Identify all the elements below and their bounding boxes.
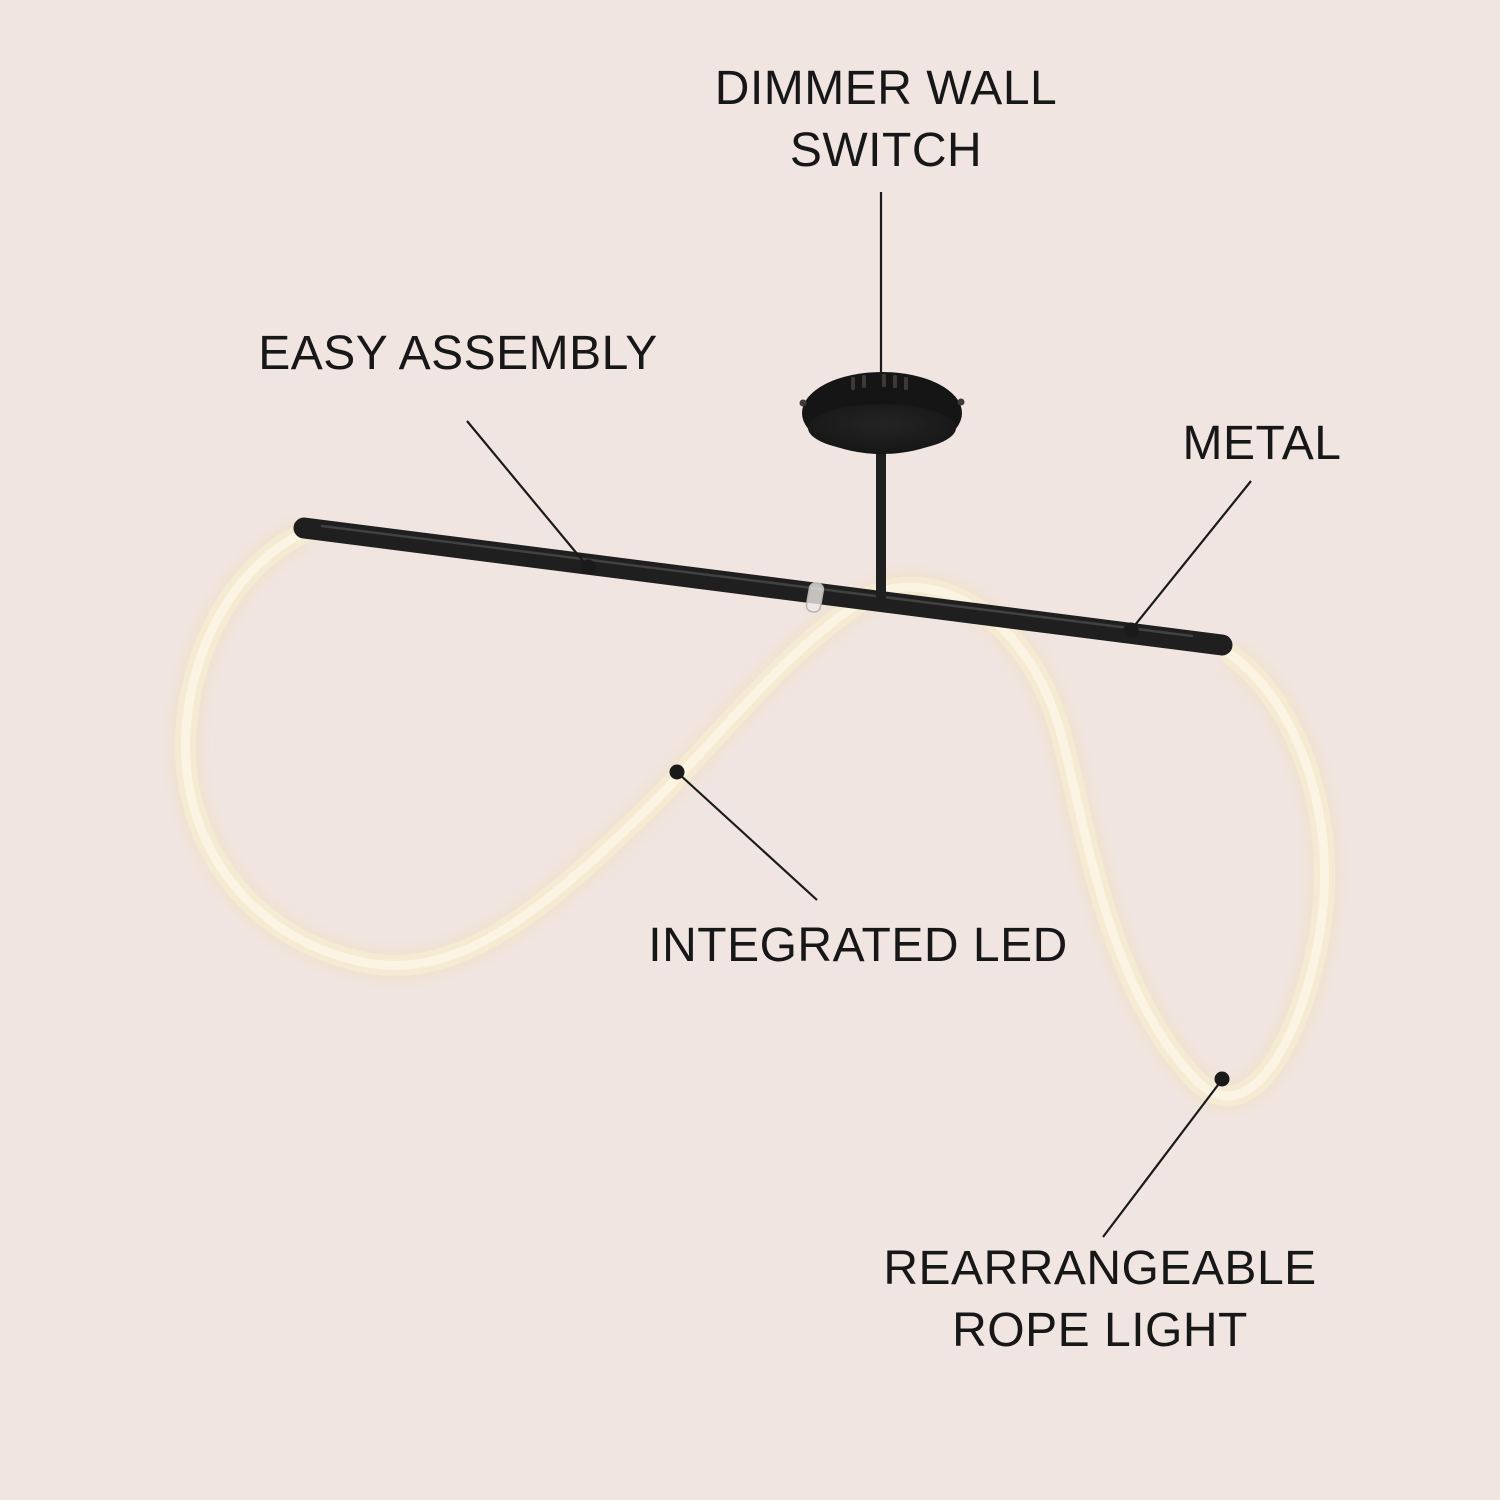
callout-dot-rearrangeable-rope-light bbox=[1214, 1071, 1230, 1087]
bar-tube bbox=[293, 517, 1233, 656]
callout-label-rearrangeable-rope-light: REARRANGEABLE ROPE LIGHT bbox=[883, 1242, 1317, 1357]
metal-bar bbox=[293, 517, 1233, 656]
callout-leaders bbox=[466, 192, 1252, 1238]
canopy-screw-left bbox=[799, 399, 807, 407]
callout-dot-metal bbox=[1123, 622, 1139, 638]
callout-label-dimmer-wall-switch: DIMMER WALL SWITCH bbox=[714, 62, 1058, 177]
bar-sheen bbox=[320, 524, 1194, 638]
callout-label-integrated-led: INTEGRATED LED bbox=[648, 919, 1068, 972]
leader-rearrangeable-rope-light bbox=[1102, 1080, 1222, 1238]
callout-dot-integrated-led bbox=[669, 764, 685, 780]
canopy-screw-right bbox=[957, 398, 965, 406]
rope-body bbox=[174, 522, 1336, 1107]
callout-label-metal: METAL bbox=[1182, 417, 1342, 470]
stem-rod bbox=[876, 426, 886, 606]
leader-integrated-led bbox=[678, 773, 818, 901]
rope-clip bbox=[805, 582, 825, 613]
canopy-bottom-face bbox=[808, 404, 956, 452]
callout-dot-easy-assembly bbox=[580, 559, 596, 575]
leader-metal bbox=[1130, 480, 1252, 631]
led-rope bbox=[170, 519, 1340, 1111]
ceiling-canopy bbox=[799, 372, 965, 454]
rope-core-highlight bbox=[180, 528, 1330, 1101]
leader-easy-assembly bbox=[466, 420, 589, 568]
callout-label-easy-assembly: EASY ASSEMBLY bbox=[258, 327, 658, 380]
canopy-vent-slots bbox=[851, 374, 908, 390]
